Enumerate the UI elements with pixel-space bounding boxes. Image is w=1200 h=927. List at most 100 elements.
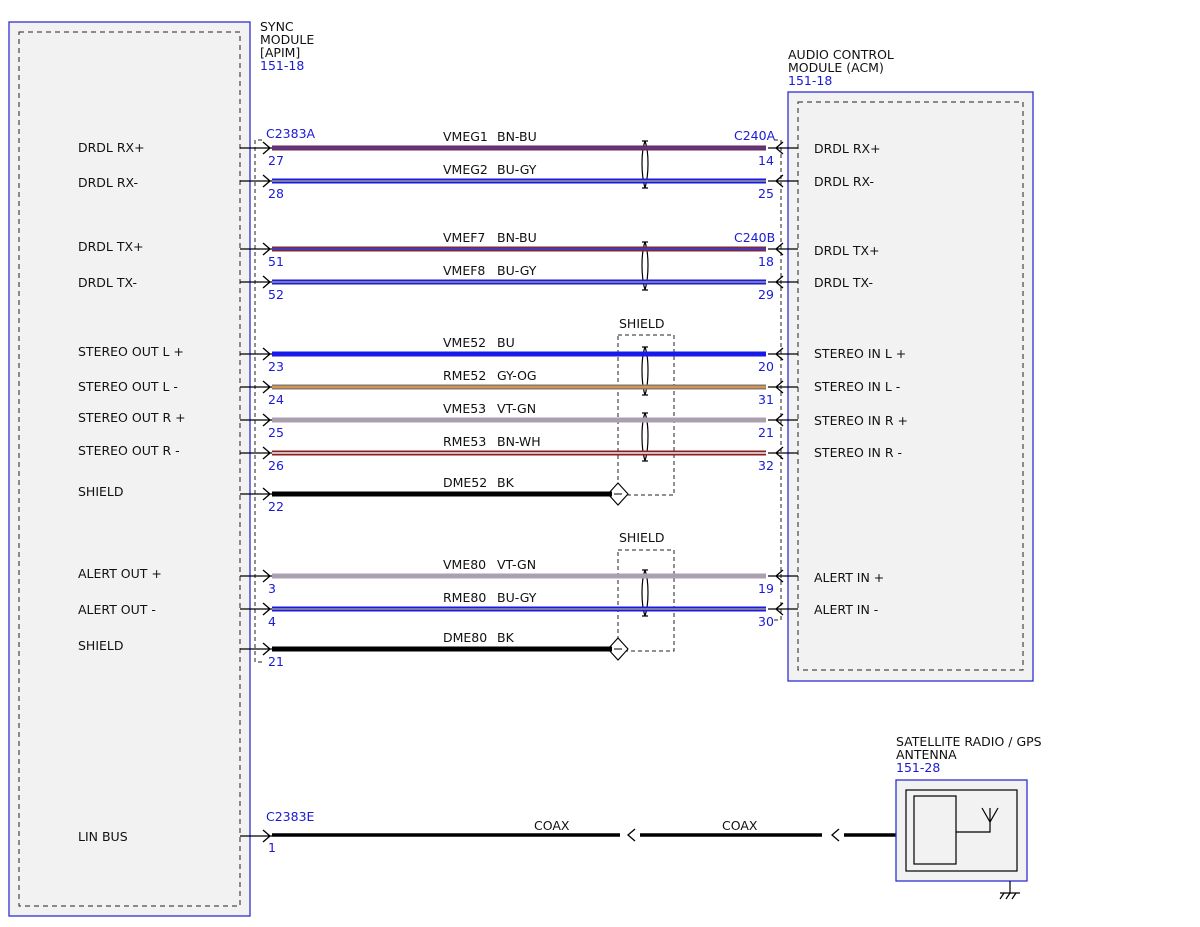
wire-color-code: BN-BU xyxy=(497,129,537,144)
wire-circuit: VME53 xyxy=(443,401,486,416)
right-pin-label: STEREO IN R + xyxy=(814,413,908,428)
wire-circuit: DME52 xyxy=(443,475,487,490)
left-pin-number: 21 xyxy=(268,654,284,669)
right-pin-number: 25 xyxy=(758,186,774,201)
wire-circuit: VMEG2 xyxy=(443,162,488,177)
pin-arrow-left xyxy=(240,569,272,583)
pin-arrow-left xyxy=(240,275,272,289)
wire-circuit: VME80 xyxy=(443,557,486,572)
acm-title-1: AUDIO CONTROL xyxy=(788,47,894,62)
sync-module-box xyxy=(8,21,251,917)
right-pin-label: DRDL TX- xyxy=(814,275,873,290)
twist-symbol-r xyxy=(641,412,649,462)
acm-module-box xyxy=(787,91,1034,682)
sync-module-inner xyxy=(18,31,241,907)
left-pin-label: DRDL RX- xyxy=(78,175,138,190)
left-pin-number: 51 xyxy=(268,254,284,269)
pin-arrow-right xyxy=(768,141,798,155)
sync-title-2: MODULE xyxy=(260,32,314,47)
pin-arrow-right xyxy=(768,602,798,616)
lin-arrow-left xyxy=(240,829,272,843)
sync-ref: 151-18 xyxy=(260,58,304,73)
ground-icon xyxy=(999,881,1020,900)
shield-drain-icon-2 xyxy=(607,637,629,661)
lin-bus-label: LIN BUS xyxy=(78,829,128,844)
wire-circuit: RME53 xyxy=(443,434,486,449)
sync-title-3: [APIM] xyxy=(260,45,300,60)
right-pin-label: STEREO IN L + xyxy=(814,346,906,361)
left-pin-number: 28 xyxy=(268,186,284,201)
left-pin-label: DRDL RX+ xyxy=(78,140,145,155)
right-pin-number: 20 xyxy=(758,359,774,374)
wire-circuit: VMEF7 xyxy=(443,230,485,245)
pin-arrow-right xyxy=(768,446,798,460)
right-pin-label: ALERT IN - xyxy=(814,602,878,617)
wire-circuit: VMEF8 xyxy=(443,263,485,278)
left-pin-number: 22 xyxy=(268,499,284,514)
wire-color-code: VT-GN xyxy=(497,401,536,416)
pin-arrow-left xyxy=(240,380,272,394)
pin-arrow-right xyxy=(768,174,798,188)
right-pin-label: DRDL RX+ xyxy=(814,141,881,156)
antenna-inner xyxy=(905,789,1018,872)
left-pin-label: STEREO OUT L - xyxy=(78,379,178,394)
connector-bracket-left xyxy=(254,139,262,663)
left-pin-number: 26 xyxy=(268,458,284,473)
coax-connector-icon-2 xyxy=(831,828,840,842)
right-pin-number: 32 xyxy=(758,458,774,473)
connector-c2383a: C2383A xyxy=(266,126,316,141)
right-pin-number: 30 xyxy=(758,614,774,629)
pin-arrow-left xyxy=(240,174,272,188)
pin-arrow-right xyxy=(768,242,798,256)
wire-color-code: BK xyxy=(497,630,515,645)
shield-label-2: SHIELD xyxy=(619,530,665,545)
right-pin-label: DRDL RX- xyxy=(814,174,874,189)
coax-connector-icon xyxy=(627,828,636,842)
pin-arrow-left xyxy=(240,642,272,656)
right-pin-number: 18 xyxy=(758,254,774,269)
left-pin-number: 23 xyxy=(268,359,284,374)
twist-symbol-alert xyxy=(641,569,649,617)
acm-ref: 151-18 xyxy=(788,73,832,88)
sync-title-1: SYNC xyxy=(260,19,294,34)
right-pin-label: STEREO IN L - xyxy=(814,379,900,394)
antenna-icon xyxy=(956,807,999,833)
left-pin-label: DRDL TX+ xyxy=(78,239,144,254)
left-pin-number: 4 xyxy=(268,614,276,629)
wire-circuit: VMEG1 xyxy=(443,129,488,144)
wire-color-code: BU-GY xyxy=(497,162,537,177)
shield-box-1 xyxy=(617,334,675,496)
left-pin-number: 24 xyxy=(268,392,284,407)
left-pin-label: STEREO OUT L + xyxy=(78,344,184,359)
left-pin-label: STEREO OUT R + xyxy=(78,410,186,425)
antenna-title-1: SATELLITE RADIO / GPS xyxy=(896,734,1042,749)
right-pin-number: 19 xyxy=(758,581,774,596)
right-pin-number: 31 xyxy=(758,392,774,407)
wire-color-code: BN-BU xyxy=(497,230,537,245)
wire-circuit: DME80 xyxy=(443,630,487,645)
right-pin-number: 14 xyxy=(758,153,774,168)
pin-arrow-right xyxy=(768,347,798,361)
pin-arrow-right xyxy=(768,380,798,394)
pin-arrow-left xyxy=(240,446,272,460)
left-pin-label: SHIELD xyxy=(78,638,124,653)
coax-label-left: COAX xyxy=(534,818,570,833)
antenna-ref: 151-28 xyxy=(896,760,940,775)
right-pin-label: STEREO IN R - xyxy=(814,445,902,460)
antenna-title-2: ANTENNA xyxy=(896,747,957,762)
wire-color-code: BU-GY xyxy=(497,590,537,605)
wire-color-code: BN-WH xyxy=(497,434,541,449)
coax-label-right: COAX xyxy=(722,818,758,833)
wire-color-code: GY-OG xyxy=(497,368,537,383)
wire-circuit: RME80 xyxy=(443,590,486,605)
connector-c240a: C240A xyxy=(734,128,776,143)
left-pin-label: ALERT OUT - xyxy=(78,602,156,617)
wire-circuit: RME52 xyxy=(443,368,486,383)
wire-color-code: BK xyxy=(497,475,515,490)
wire-color-code: BU-GY xyxy=(497,263,537,278)
pin-arrow-right xyxy=(768,569,798,583)
shield-label-1: SHIELD xyxy=(619,316,665,331)
connector-c2383e: C2383E xyxy=(266,809,315,824)
